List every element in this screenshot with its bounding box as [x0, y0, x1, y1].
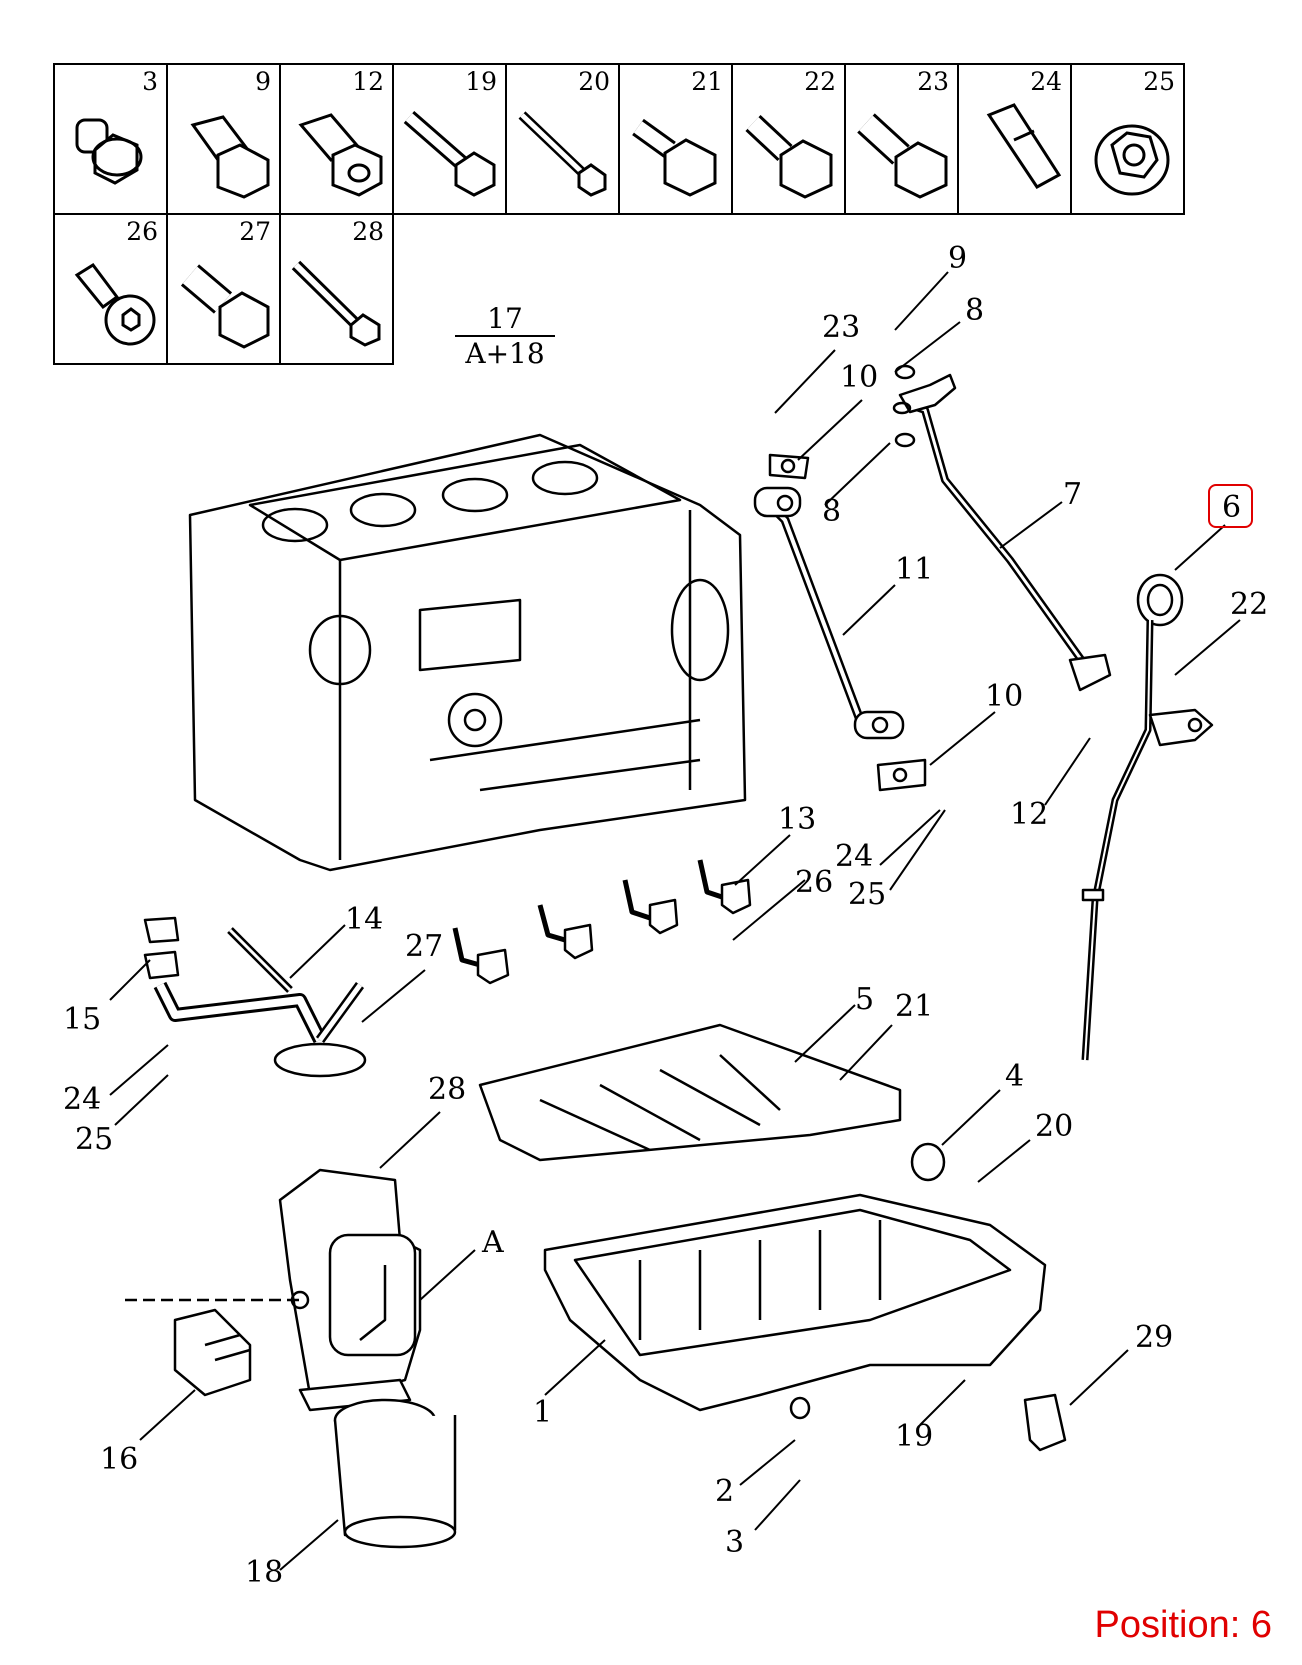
cylinder-block[interactable] [188, 433, 747, 872]
callout-1[interactable]: 1 [533, 1395, 553, 1430]
oil-pan[interactable] [543, 1193, 1047, 1420]
callout-3[interactable]: 3 [725, 1525, 745, 1560]
callout-8[interactable]: 8 [822, 494, 842, 529]
fastener-number: 3 [142, 67, 158, 96]
fastener-number: 28 [352, 217, 384, 246]
callout-13[interactable]: 13 [778, 802, 817, 837]
oil-dipstick[interactable] [1081, 573, 1214, 1061]
callout-23[interactable]: 23 [822, 310, 861, 345]
assembly-note: 17 A+18 [455, 302, 555, 370]
oil-pan-baffle[interactable] [478, 1023, 902, 1162]
callout-25[interactable]: 25 [848, 877, 887, 912]
fastener-number: 27 [239, 217, 271, 246]
breather-hose[interactable] [753, 453, 927, 792]
fastener-cell-24[interactable]: 24 [957, 63, 1072, 215]
stud-icon [986, 103, 1062, 189]
flange-bolt-icon [857, 113, 948, 199]
callout-20[interactable]: 20 [1035, 1109, 1074, 1144]
callout-24[interactable]: 24 [63, 1082, 102, 1117]
fastener-cell-25[interactable]: 25 [1070, 63, 1185, 215]
callout-19[interactable]: 19 [895, 1419, 934, 1454]
blanking-plug[interactable] [910, 1142, 946, 1182]
fastener-table: 3 9 12 19 20 21 22 23 [53, 63, 1263, 383]
fastener-cell-28[interactable]: 28 [279, 213, 394, 365]
callout-15[interactable]: 15 [63, 1002, 102, 1037]
callout-21[interactable]: 21 [895, 989, 934, 1024]
fastener-cell-26[interactable]: 26 [53, 213, 168, 365]
position-label: Position: 6 [1094, 1604, 1272, 1646]
callout-22[interactable]: 22 [1230, 587, 1269, 622]
long-flange-bolt-icon [403, 110, 496, 197]
callout-28[interactable]: 28 [428, 1072, 467, 1107]
callout-18[interactable]: 18 [245, 1555, 284, 1590]
fastener-cell-9[interactable]: 9 [166, 63, 281, 215]
oil-filter-housing[interactable] [278, 1168, 422, 1412]
socket-cap-screw-icon [74, 262, 156, 346]
fastener-number: 25 [1143, 67, 1175, 96]
fastener-cell-12[interactable]: 12 [279, 63, 394, 215]
fastener-number: 22 [804, 67, 836, 96]
flange-nut-icon [1094, 124, 1170, 196]
assembly-note-denominator: A+18 [465, 337, 545, 370]
fastener-number: 26 [126, 217, 158, 246]
callout-A[interactable]: A [482, 1225, 504, 1260]
leader-lines [109, 271, 1241, 1571]
fastener-number: 19 [465, 67, 497, 96]
flange-bolt-icon [745, 114, 833, 199]
callout-16[interactable]: 16 [100, 1442, 139, 1477]
fastener-cell-20[interactable]: 20 [505, 63, 620, 215]
flange-bolt-icon [180, 264, 270, 349]
callout-8[interactable]: 8 [965, 293, 985, 328]
assembly-note-numerator: 17 [455, 302, 555, 337]
oil-feed-pipe[interactable] [892, 364, 1112, 692]
callout-27[interactable]: 27 [405, 929, 444, 964]
fastener-cell-22[interactable]: 22 [731, 63, 846, 215]
callout-9[interactable]: 9 [948, 241, 968, 276]
callout-11[interactable]: 11 [895, 552, 934, 587]
callout-29[interactable]: 29 [1135, 1320, 1174, 1355]
callout-26[interactable]: 26 [795, 865, 834, 900]
callout-10[interactable]: 10 [985, 679, 1024, 714]
callout-4[interactable]: 4 [1005, 1059, 1025, 1094]
banjo-bolt-icon [298, 113, 383, 197]
flange-bolt-icon [75, 118, 143, 185]
thin-bolt-icon [518, 111, 607, 197]
fastener-number: 12 [352, 67, 384, 96]
oil-filter[interactable] [333, 1398, 457, 1549]
callout-5[interactable]: 5 [855, 982, 875, 1017]
oil-pressure-switch[interactable] [125, 1298, 300, 1397]
fastener-cell-23[interactable]: 23 [844, 63, 959, 215]
fastener-number: 23 [917, 67, 949, 96]
callout-6[interactable]: 6 [1222, 490, 1242, 525]
fastener-number: 24 [1030, 67, 1062, 96]
callout-25[interactable]: 25 [75, 1122, 114, 1157]
callout-14[interactable]: 14 [345, 902, 384, 937]
callout-10[interactable]: 10 [840, 360, 879, 395]
flange-bolt-icon [632, 118, 717, 197]
callout-12[interactable]: 12 [1010, 797, 1049, 832]
fastener-cell-21[interactable]: 21 [618, 63, 733, 215]
callout-24[interactable]: 24 [835, 839, 874, 874]
thin-bolt-icon [291, 260, 381, 347]
callout-7[interactable]: 7 [1063, 477, 1083, 512]
fastener-cell-27[interactable]: 27 [166, 213, 281, 365]
callout-2[interactable]: 2 [715, 1474, 735, 1509]
drain-plug[interactable] [1023, 1393, 1067, 1452]
fastener-number: 21 [691, 67, 723, 96]
fastener-cell-3[interactable]: 3 [53, 63, 168, 215]
fastener-number: 20 [578, 67, 610, 96]
fastener-number: 9 [255, 67, 271, 96]
selected-position-highlight [1208, 484, 1253, 528]
banjo-bolt-icon [190, 115, 270, 199]
oil-pickup-tube[interactable] [143, 916, 367, 1078]
piston-cooling-jets[interactable] [452, 859, 752, 985]
